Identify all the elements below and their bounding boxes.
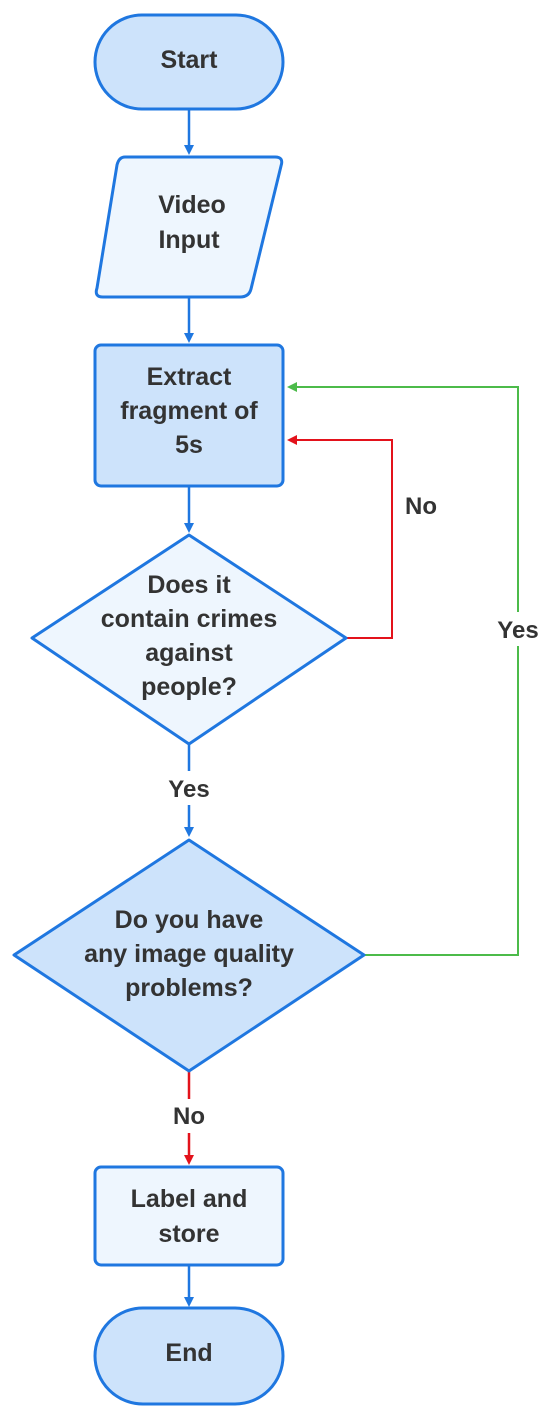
label-store-label-line1: Label and: [131, 1185, 248, 1213]
edge-label-crimes-yes: Yes: [168, 776, 209, 803]
edge-label-crimes-no: No: [405, 493, 437, 520]
label-store-label-line2: store: [158, 1220, 219, 1248]
extract-label-line1: Extract: [147, 363, 232, 391]
end-node: End: [93, 1306, 285, 1406]
edge-label-quality-yes: Yes: [497, 617, 538, 644]
quality-decision-node: Do you have any image quality problems?: [12, 838, 366, 1073]
quality-label-line3: problems?: [125, 974, 253, 1002]
video-input-label-line1: Video: [158, 191, 226, 219]
quality-label-line2: any image quality: [84, 940, 294, 968]
crimes-label-line1: Does it: [147, 571, 231, 599]
crimes-label-line4: people?: [141, 673, 237, 701]
crimes-label-line2: contain crimes: [101, 605, 277, 633]
end-label: End: [165, 1339, 212, 1367]
quality-label-line1: Do you have: [115, 906, 264, 934]
extract-fragment-node: Extract fragment of 5s: [93, 343, 285, 488]
crimes-label-line3: against: [145, 639, 233, 667]
label-store-node: Label and store: [93, 1165, 285, 1267]
extract-label-line3: 5s: [175, 431, 203, 459]
edge-label-quality-no: No: [173, 1103, 205, 1130]
arrow-quality-yes-loop: [287, 382, 519, 956]
edge-labels: No Yes Yes No: [158, 488, 550, 1133]
start-label: Start: [161, 46, 219, 74]
video-input-label-line2: Input: [158, 226, 220, 254]
arrow-crimes-no-loop: [287, 435, 393, 639]
video-input-node: Video Input: [94, 155, 284, 299]
extract-label-line2: fragment of: [120, 397, 258, 425]
crimes-decision-node: Does it contain crimes against people?: [30, 533, 348, 746]
start-node: Start: [93, 13, 285, 111]
